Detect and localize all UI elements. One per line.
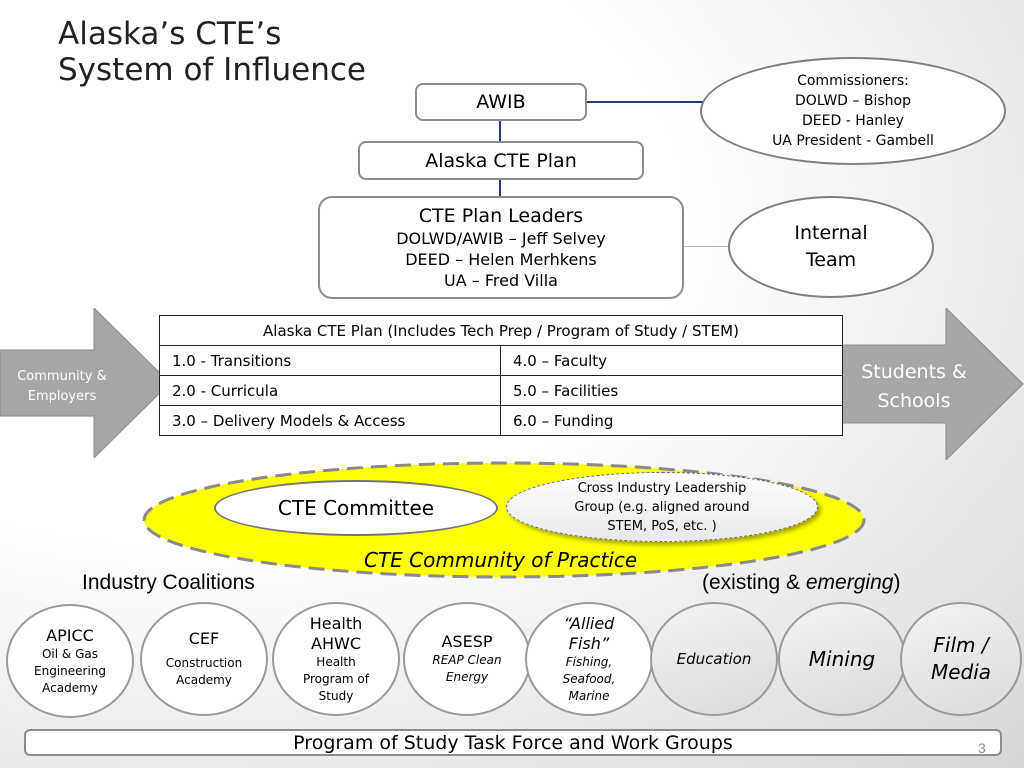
table-row: 2.0 - Curricula 5.0 – Facilities	[159, 375, 843, 406]
coalition-asesp: ASESP REAP Clean Energy	[403, 602, 531, 716]
community-employers-arrow	[0, 308, 171, 458]
coalition-name: Fish”	[568, 633, 610, 653]
plan-leader-line: DOLWD/AWIB – Jeff Selvey	[396, 229, 606, 248]
program-of-study-label: Program of Study Task Force and Work Gro…	[293, 731, 733, 754]
internal-team-oval: Internal Team	[728, 196, 934, 298]
coalition-name: CEF	[188, 629, 220, 648]
cte-plan-table: Alaska CTE Plan (Includes Tech Prep / Pr…	[159, 315, 843, 436]
coalition-education: Education	[650, 602, 778, 716]
cross-industry-line-2: Group (e.g. aligned around	[574, 499, 750, 515]
coalition-name: “Allied	[563, 613, 615, 633]
coalition-sub: Energy	[445, 670, 489, 684]
table-cell: 2.0 - Curricula	[159, 375, 501, 406]
coalition-name: Film /	[933, 633, 989, 657]
industry-coalitions-label: Industry Coalitions	[82, 571, 255, 594]
cross-industry-oval: Cross Industry Leadership Group (e.g. al…	[506, 472, 818, 542]
page-number: 3	[978, 740, 986, 756]
community-employers-label: Community & Employers	[0, 367, 124, 407]
arrow-left-line-1: Community &	[17, 369, 107, 384]
connector-awib-commissioners	[586, 101, 704, 103]
commissioner-line: UA President - Gambell	[772, 133, 934, 149]
arrow-right-line-2: Schools	[877, 390, 951, 412]
coalition-sub: Marine	[568, 688, 610, 703]
commissioners-heading: Commissioners:	[797, 73, 909, 89]
coalition-sub: Academy	[42, 680, 98, 695]
commissioners-oval: Commissioners: DOLWD – Bishop DEED - Han…	[700, 57, 1006, 165]
table-cell: 4.0 – Faculty	[500, 345, 843, 376]
coalition-cef: CEF Construction Academy	[140, 602, 268, 716]
emerging-emph: emerging	[805, 571, 894, 594]
coalition-apicc: APICC Oil & Gas Engineering Academy	[6, 604, 134, 718]
community-of-practice-label: CTE Community of Practice	[364, 548, 638, 572]
table-header-cell: Alaska CTE Plan (Includes Tech Prep / Pr…	[159, 315, 843, 346]
commissioner-line: DEED - Hanley	[802, 113, 904, 129]
coalition-sub: Program of	[302, 671, 369, 686]
table-cell: 5.0 – Facilities	[500, 375, 843, 406]
existing-suffix: )	[893, 571, 901, 594]
cte-committee-label: CTE Committee	[277, 496, 435, 520]
coalition-health: Health AHWC Health Program of Study	[272, 602, 400, 716]
cte-plan-label: Alaska CTE Plan	[425, 149, 577, 172]
table-cell: 3.0 – Delivery Models & Access	[159, 405, 501, 436]
connector-awib-plan	[499, 119, 501, 143]
plan-leader-line: UA – Fred Villa	[444, 271, 558, 290]
coalition-allied-fish: “Allied Fish” Fishing, Seafood, Marine	[525, 602, 653, 716]
cte-plan-box: Alaska CTE Plan	[358, 141, 644, 180]
coalition-name: APICC	[46, 625, 94, 645]
connector-leaders-team	[682, 246, 730, 247]
cross-industry-line-3: STEM, PoS, etc. )	[607, 518, 717, 534]
internal-team-line-1: Internal	[794, 222, 868, 244]
existing-prefix: (existing &	[702, 571, 806, 594]
arrow-left-line-2: Employers	[27, 389, 97, 404]
page-title: Alaska’s CTE’s System of Influence	[58, 16, 366, 88]
cte-committee-oval: CTE Committee	[214, 480, 498, 536]
students-schools-arrow	[840, 308, 1024, 460]
coalition-sub: Engineering	[34, 663, 106, 678]
plan-leaders-box: CTE Plan Leaders DOLWD/AWIB – Jeff Selve…	[318, 196, 684, 299]
connector-plan-leaders	[499, 178, 501, 198]
table-cell: 6.0 – Funding	[500, 405, 843, 436]
students-schools-label: Students & Schools	[842, 358, 986, 416]
coalition-sub: Academy	[176, 673, 232, 687]
coalition-sub: Seafood,	[562, 671, 616, 686]
coalition-sub: Fishing,	[565, 654, 613, 669]
existing-emerging-label: (existing & emerging)	[702, 571, 900, 595]
table-row: 3.0 – Delivery Models & Access 6.0 – Fun…	[159, 405, 843, 436]
internal-team-line-2: Team	[805, 249, 857, 271]
title-line-1: Alaska’s CTE’s	[58, 16, 282, 52]
coalition-film-media: Film / Media	[900, 602, 1022, 716]
plan-leaders-heading: CTE Plan Leaders	[418, 205, 584, 227]
coalition-sub: Study	[318, 688, 354, 703]
table-row: 1.0 - Transitions 4.0 – Faculty	[159, 345, 843, 376]
coalition-name: ASESP	[441, 632, 493, 651]
coalition-sub: Health	[316, 654, 356, 669]
table-header-row: Alaska CTE Plan (Includes Tech Prep / Pr…	[159, 315, 843, 346]
awib-box: AWIB	[415, 83, 587, 121]
plan-leader-line: DEED – Helen Merhkens	[405, 250, 597, 269]
program-of-study-bar: Program of Study Task Force and Work Gro…	[24, 729, 1002, 756]
coalition-name: Health	[309, 613, 363, 633]
commissioner-line: DOLWD – Bishop	[795, 93, 911, 109]
arrow-right-line-1: Students &	[861, 361, 967, 383]
coalition-name: AHWC	[311, 633, 361, 653]
coalition-name: Media	[930, 660, 992, 684]
table-cell: 1.0 - Transitions	[159, 345, 501, 376]
coalition-sub: Construction	[165, 656, 243, 670]
title-line-2: System of Influence	[58, 52, 366, 88]
coalition-sub: REAP Clean	[432, 653, 502, 667]
coalition-name: Education	[676, 650, 752, 668]
coalition-mining: Mining	[778, 602, 906, 716]
cross-industry-line-1: Cross Industry Leadership	[577, 480, 747, 496]
awib-label: AWIB	[476, 91, 526, 113]
coalition-sub: Oil & Gas	[41, 646, 98, 661]
coalition-name: Mining	[808, 647, 876, 671]
